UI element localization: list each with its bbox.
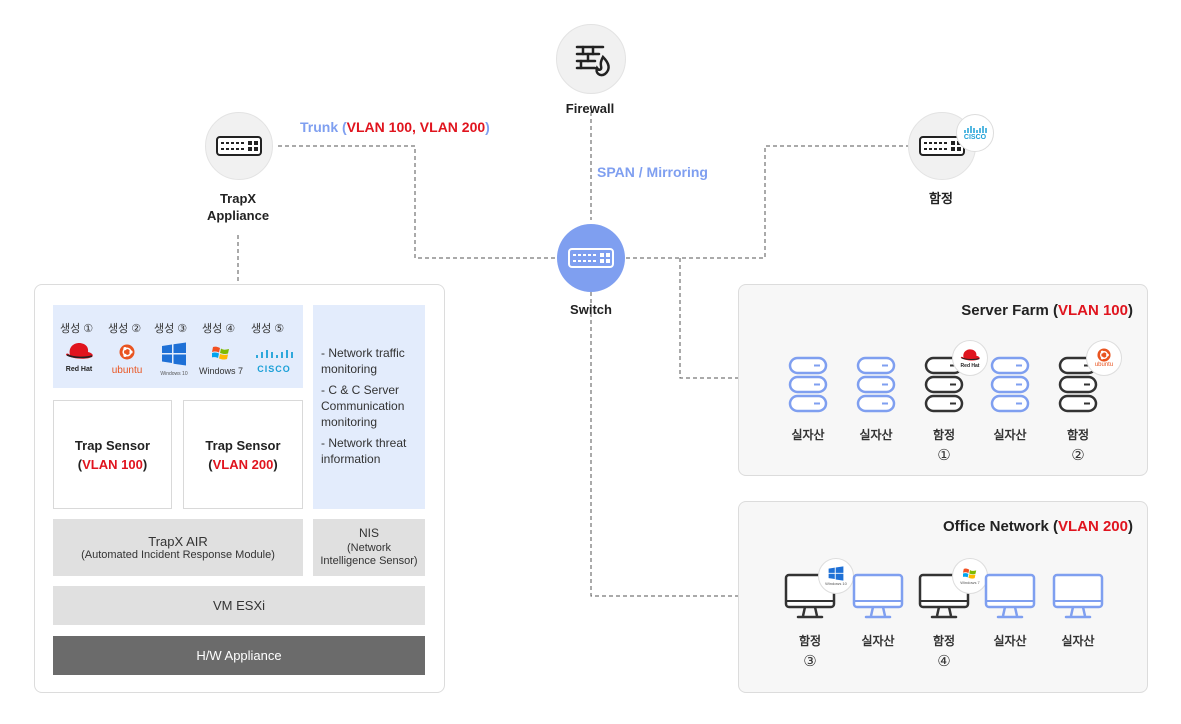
switch-icon: [919, 136, 965, 156]
cisco-logo-text: CISCO: [963, 133, 987, 141]
gen-label-1: 생성 ①: [60, 323, 94, 335]
cisco-logo-text: CISCO: [257, 364, 291, 374]
office-network-title: Office Network (VLAN 200): [942, 518, 1133, 535]
cisco-icon: [256, 350, 293, 358]
os-badge-text: Windows 7: [960, 579, 980, 585]
device-number: ④: [937, 653, 951, 670]
device-label: 실자산: [791, 428, 825, 442]
windows7-logo-text: Windows 7: [199, 366, 244, 376]
nis-title: NIS: [358, 526, 379, 540]
device-label: 함정: [1066, 428, 1090, 442]
os-badge-text: ubuntu: [1094, 362, 1114, 368]
device-number: ①: [937, 447, 951, 464]
gen-label-3: 생성 ③: [154, 323, 188, 335]
os-badge-text: Red Hat: [960, 363, 980, 369]
device-label: 실자산: [993, 428, 1027, 442]
redhat-logo: Red Hat: [60, 341, 98, 373]
vm-esxi-box: VM ESXi: [53, 586, 425, 625]
redhat-logo-text: Red Hat: [65, 366, 93, 373]
cisco-badge: CISCO: [956, 114, 994, 152]
feature-item-1: - Network traffic monitoring: [321, 346, 405, 376]
nis-line2: Intelligence Sensor): [320, 555, 418, 567]
monitor-icon: [983, 572, 1037, 627]
switch-icon: [216, 136, 262, 156]
os-badge-text: Windows 10: [825, 580, 847, 586]
span-label: SPAN / Mirroring: [597, 164, 708, 180]
firewall-label: Firewall: [565, 101, 615, 116]
trunk-label: Trunk (VLAN 100, VLAN 200): [300, 119, 490, 135]
trunk-vlans: VLAN 100, VLAN 200: [346, 119, 486, 135]
trunk-suffix: ): [485, 119, 490, 135]
os-badge: ubuntu: [1086, 340, 1122, 376]
device-label: 실자산: [859, 428, 893, 442]
server-icon: [786, 354, 830, 421]
os-badge: Windows 7: [952, 558, 988, 594]
trunk-prefix: Trunk (: [300, 119, 347, 135]
redhat-icon: [66, 343, 93, 359]
trap-sensor-vlan100: Trap Sensor (VLAN 100): [53, 400, 172, 509]
switch-label: Switch: [570, 302, 612, 317]
server-icon: [854, 354, 898, 421]
windows10-logo: Windows 10: [158, 342, 190, 377]
features-box: - Network traffic monitoring - C & C Ser…: [313, 305, 425, 509]
gen-label-5: 생성 ⑤: [251, 323, 285, 335]
decoy-switch-label: 함정: [929, 191, 953, 206]
server-farm-title: Server Farm (VLAN 100): [961, 302, 1133, 319]
gen-label-2: 생성 ②: [108, 323, 142, 335]
feature-item-2: - C & C Server Communication monitoring: [321, 383, 405, 429]
switch-icon: [568, 248, 614, 268]
windows7-logo: Windows 7: [199, 345, 243, 376]
trap-sensor-title: Trap Sensor: [74, 437, 151, 453]
trapx-label: TrapX Appliance: [190, 190, 286, 224]
cisco-logo-icon: [964, 125, 987, 133]
cisco-logo: CISCO: [252, 346, 296, 374]
windows7-icon: [211, 346, 229, 360]
device-label: 함정: [798, 634, 822, 648]
ubuntu-logo: ubuntu: [104, 344, 150, 376]
trap-sensor-title: Trap Sensor: [205, 437, 281, 453]
device-label: 함정: [932, 634, 956, 648]
windows10-logo-text: Windows 10: [160, 371, 188, 377]
trapx-label-line2: Appliance: [206, 208, 270, 223]
switch-node: [557, 224, 625, 292]
feature-item-3: - Network threat information: [321, 436, 407, 466]
trapx-node: [205, 112, 273, 180]
device-label: 함정: [932, 428, 956, 442]
trapx-air-box: TrapX AIR (Automated Incident Response M…: [53, 519, 303, 576]
device-number: ②: [1071, 447, 1085, 464]
ubuntu-icon: [119, 344, 135, 360]
os-badge: Windows 10: [818, 558, 854, 594]
monitor-icon: [851, 572, 905, 627]
gen-label-4: 생성 ④: [202, 323, 236, 335]
trapx-label-line1: TrapX: [219, 191, 257, 206]
device-label: 실자산: [861, 634, 895, 648]
trap-sensor-vlan: (VLAN 100): [77, 456, 148, 472]
nis-line1: (Network: [346, 542, 391, 554]
trapx-air-subtitle: (Automated Incident Response Module): [81, 549, 275, 561]
firewall-node: [556, 24, 626, 94]
windows10-icon: [162, 342, 186, 366]
trapx-air-title: TrapX AIR: [148, 534, 208, 549]
trap-sensor-vlan200: Trap Sensor (VLAN 200): [183, 400, 303, 509]
nis-box: NIS (Network Intelligence Sensor): [313, 519, 425, 576]
ubuntu-logo-text: ubuntu: [111, 365, 143, 376]
monitor-icon: [1051, 572, 1105, 627]
hw-appliance-box: H/W Appliance: [53, 636, 425, 675]
server-icon: [988, 354, 1032, 421]
device-number: ③: [803, 653, 817, 670]
trap-sensor-vlan: (VLAN 200): [208, 456, 278, 472]
device-label: 실자산: [1061, 634, 1095, 648]
device-label: 실자산: [993, 634, 1027, 648]
os-badge: Red Hat: [952, 340, 988, 376]
firewall-icon: [575, 45, 610, 77]
